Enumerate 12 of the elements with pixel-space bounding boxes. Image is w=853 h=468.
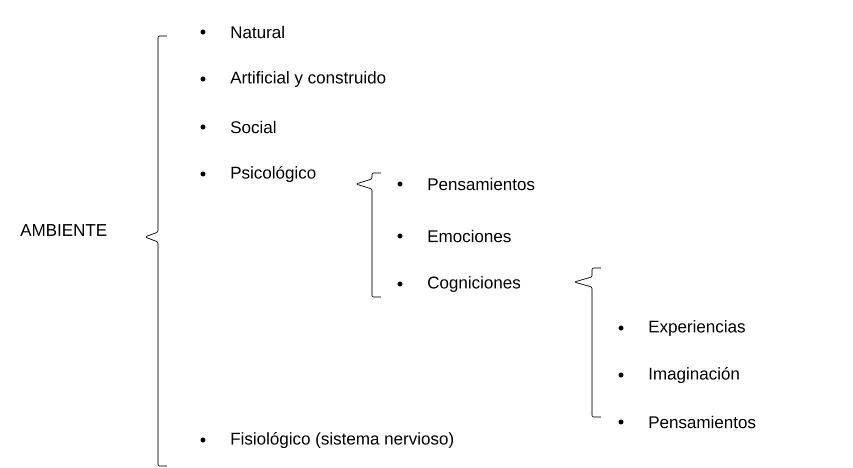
label-text: Emociones bbox=[428, 230, 511, 242]
label-text: Cogniciones bbox=[428, 276, 520, 292]
label-text: AMBIENTE bbox=[20, 224, 106, 236]
label-text: Pensamientos bbox=[650, 416, 756, 428]
label-text: Pensamientos bbox=[428, 178, 534, 190]
label-text: Social bbox=[230, 120, 276, 134]
label-text: Psicológico bbox=[232, 166, 316, 182]
label-text: Artificial y construido bbox=[230, 71, 386, 87]
label-text: Natural bbox=[232, 26, 284, 38]
label-text: Imaginación bbox=[650, 366, 739, 384]
label-text: Fisiológico (sistema nervioso) bbox=[232, 432, 453, 448]
label-text: Experiencias bbox=[650, 320, 745, 336]
